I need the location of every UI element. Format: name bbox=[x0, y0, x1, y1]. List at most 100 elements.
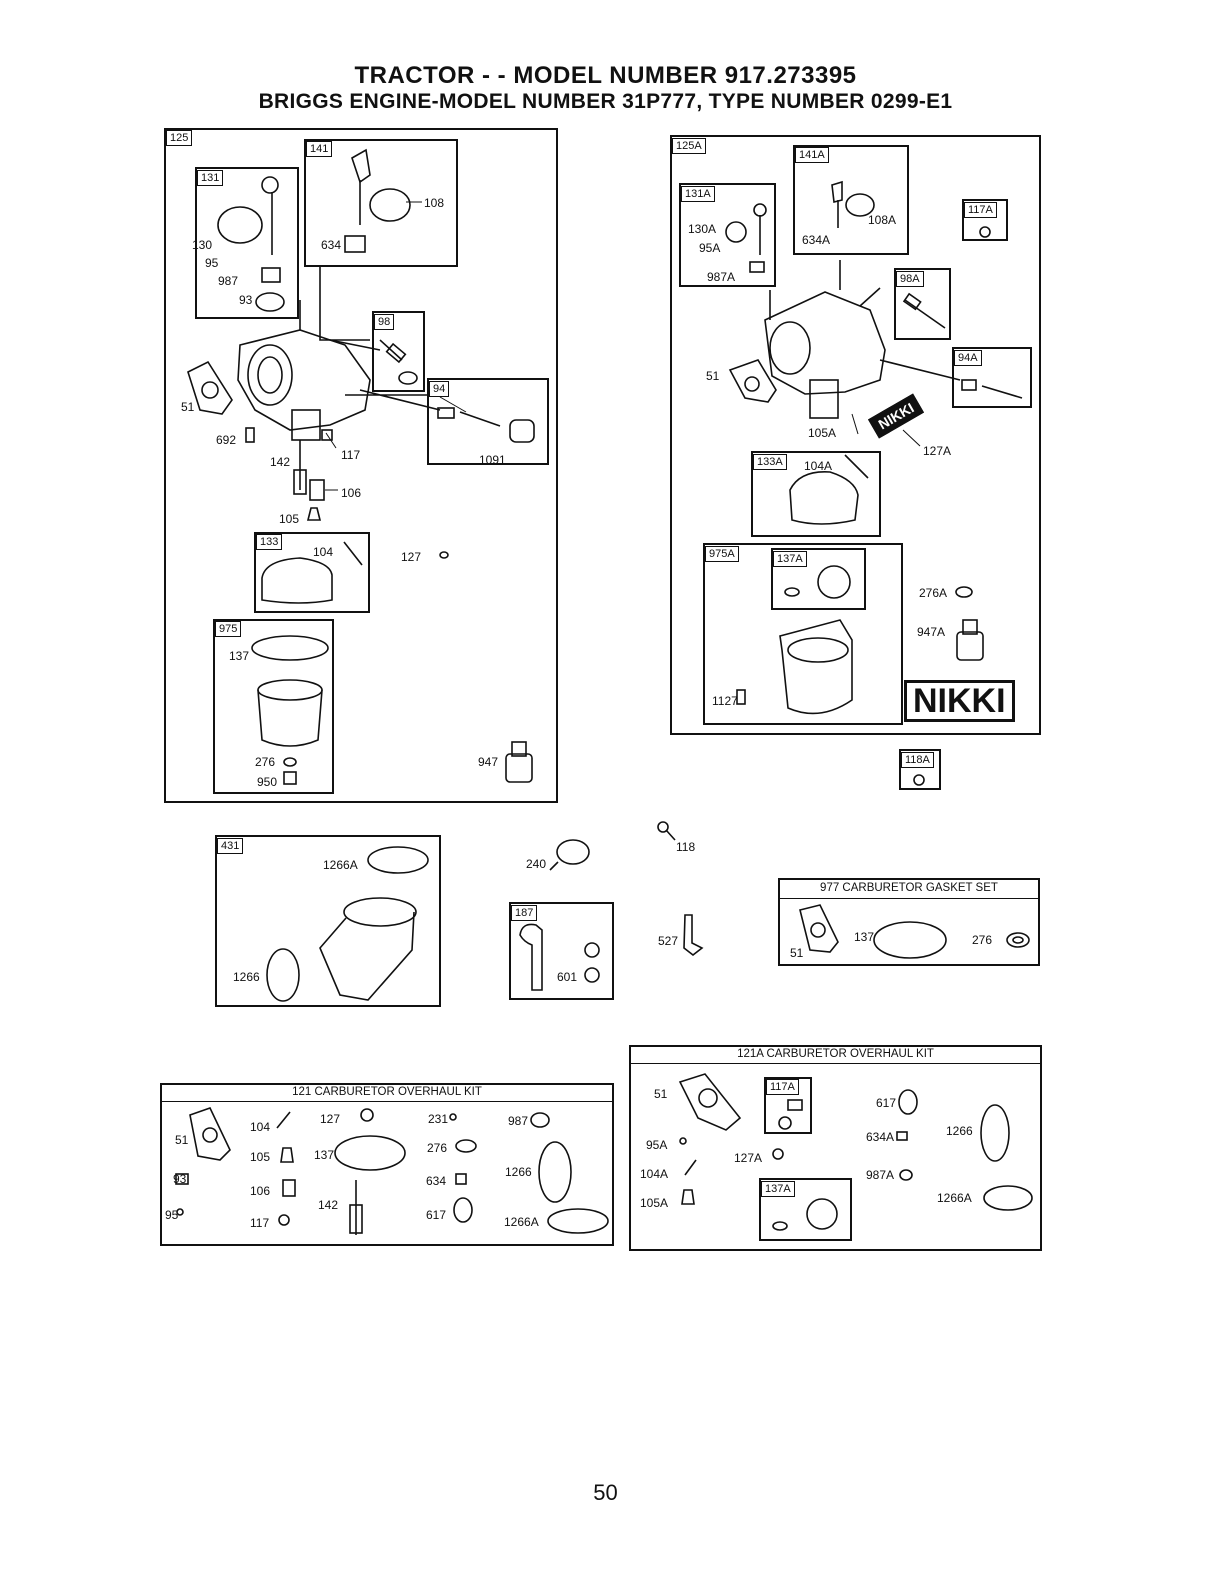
label-634: 634 bbox=[321, 238, 342, 252]
box-98 bbox=[372, 311, 425, 392]
box-125 bbox=[164, 128, 558, 803]
part-117 bbox=[321, 429, 333, 441]
kit121-label-1266A: 1266A bbox=[504, 1215, 539, 1229]
label-51-right: 51 bbox=[706, 369, 720, 383]
kit121A-label-987A: 987A bbox=[866, 1168, 895, 1182]
kit121-label-276: 276 bbox=[427, 1141, 448, 1155]
box-98A bbox=[894, 268, 951, 340]
kit121-label-104: 104 bbox=[250, 1120, 271, 1134]
part-118A-screw bbox=[913, 774, 925, 786]
kit121-drawings bbox=[175, 1107, 609, 1235]
part-131-shaft bbox=[217, 176, 285, 312]
part-106 bbox=[309, 479, 325, 501]
part-240-filter bbox=[549, 839, 590, 871]
kit121-label-617: 617 bbox=[426, 1208, 447, 1222]
box-94A bbox=[952, 347, 1032, 408]
box-117A-kit bbox=[764, 1077, 812, 1134]
box-187 bbox=[509, 902, 614, 1000]
tag-431: 431 bbox=[217, 838, 244, 854]
part-975-bowl bbox=[251, 635, 329, 785]
label-104: 104 bbox=[313, 545, 334, 559]
kit121-label-95: 95 bbox=[165, 1208, 179, 1222]
label-106: 106 bbox=[341, 486, 362, 500]
part-141A-choke bbox=[831, 180, 875, 228]
label-130A: 130A bbox=[688, 222, 717, 236]
gasket-label-276: 276 bbox=[972, 933, 993, 947]
label-527: 527 bbox=[658, 934, 679, 948]
part-94A-needle bbox=[961, 379, 1023, 399]
kit121A-label-95A: 95A bbox=[646, 1138, 668, 1152]
box-975 bbox=[213, 619, 334, 794]
kit121A-label-127A: 127A bbox=[734, 1151, 763, 1165]
part-105 bbox=[306, 507, 322, 521]
label-51: 51 bbox=[181, 400, 195, 414]
label-634A: 634A bbox=[802, 233, 831, 247]
label-1266-431: 1266 bbox=[233, 970, 260, 984]
part-141-choke bbox=[344, 148, 411, 253]
part-51-gasket-left bbox=[187, 360, 233, 415]
part-94-needle bbox=[437, 407, 535, 443]
kit121-label-105: 105 bbox=[250, 1150, 271, 1164]
box-131A bbox=[679, 183, 776, 287]
kit121-label-1266: 1266 bbox=[505, 1165, 532, 1179]
page-title: TRACTOR - - MODEL NUMBER 917.273395 bbox=[354, 62, 857, 89]
box-977-gasket-set bbox=[778, 878, 1040, 966]
part-133-float bbox=[261, 541, 449, 604]
box-118A bbox=[899, 749, 941, 790]
tag-975A: 975A bbox=[705, 546, 739, 562]
kit121A-label-104A: 104A bbox=[640, 1167, 669, 1181]
label-276: 276 bbox=[255, 755, 276, 769]
tag-98A: 98A bbox=[896, 271, 924, 287]
page-number: 50 bbox=[593, 1480, 618, 1505]
box-431 bbox=[215, 835, 441, 1007]
tag-125: 125 bbox=[166, 130, 193, 146]
label-105A: 105A bbox=[808, 426, 837, 440]
label-1091: 1091 bbox=[479, 453, 506, 467]
label-137: 137 bbox=[229, 649, 250, 663]
tag-125A: 125A bbox=[672, 138, 706, 154]
label-987A: 987A bbox=[707, 270, 736, 284]
label-130: 130 bbox=[192, 238, 213, 252]
part-98A-needle bbox=[902, 292, 946, 329]
label-987: 987 bbox=[218, 274, 239, 288]
box-131 bbox=[195, 167, 299, 319]
kit121A-label-634A: 634A bbox=[866, 1130, 895, 1144]
kit121-label-987: 987 bbox=[508, 1114, 529, 1128]
label-95: 95 bbox=[205, 256, 219, 270]
kit121-label-137: 137 bbox=[314, 1148, 335, 1162]
gasket-label-137: 137 bbox=[854, 930, 875, 944]
label-692: 692 bbox=[216, 433, 237, 447]
label-276A: 276A bbox=[919, 586, 948, 600]
part-947A-solenoid bbox=[956, 619, 984, 661]
tag-141: 141 bbox=[306, 141, 333, 157]
kit121A-label-617: 617 bbox=[876, 1096, 897, 1110]
label-947: 947 bbox=[478, 755, 499, 769]
tag-117A-kit: 117A bbox=[766, 1079, 799, 1095]
nikki-brand-label: NIKKI bbox=[904, 680, 1015, 722]
label-108A: 108A bbox=[868, 213, 897, 227]
part-118-screw bbox=[657, 821, 676, 841]
box-94 bbox=[427, 378, 549, 465]
part-276A-washer bbox=[955, 586, 973, 598]
tag-131A: 131A bbox=[681, 186, 715, 202]
kit121A-label-105A: 105A bbox=[640, 1196, 669, 1210]
box-121-overhaul-kit bbox=[160, 1083, 614, 1246]
label-104A: 104A bbox=[804, 459, 833, 473]
label-947A: 947A bbox=[917, 625, 946, 639]
label-108: 108 bbox=[424, 196, 445, 210]
gasket-set-title: 977 CARBURETOR GASKET SET bbox=[820, 882, 998, 894]
kit121A-drawings bbox=[678, 1073, 1033, 1231]
part-187-line bbox=[519, 923, 600, 991]
kit121A-label-1266: 1266 bbox=[946, 1124, 973, 1138]
kit121-label-106: 106 bbox=[250, 1184, 271, 1198]
box-117A bbox=[962, 199, 1008, 241]
label-118: 118 bbox=[676, 840, 696, 854]
label-240: 240 bbox=[526, 857, 547, 871]
part-51-gasket-right bbox=[728, 359, 777, 403]
box-137A bbox=[771, 548, 866, 610]
part-133A-float bbox=[789, 454, 869, 525]
box-133A bbox=[751, 451, 881, 537]
label-142: 142 bbox=[270, 455, 291, 469]
label-950: 950 bbox=[257, 775, 278, 789]
kit121-label-117: 117 bbox=[250, 1216, 270, 1230]
